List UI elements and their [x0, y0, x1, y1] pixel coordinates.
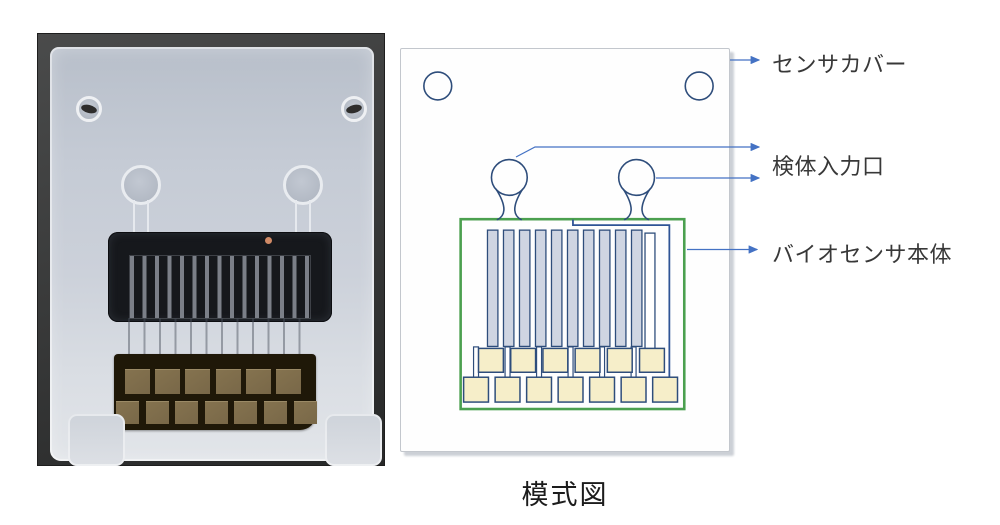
contact-pad	[606, 347, 633, 373]
contact-pad	[542, 347, 569, 373]
photo-contact-pad	[245, 369, 271, 394]
contact-pad	[588, 376, 616, 403]
schematic-panel	[400, 48, 730, 452]
biosensor-body-outline	[459, 217, 686, 411]
channel-line	[572, 219, 671, 379]
contact-pad	[462, 376, 490, 403]
electrode-traces	[128, 318, 314, 356]
contact-pad	[620, 376, 647, 403]
screw-hole-left	[76, 96, 102, 122]
bottom-recess-left	[68, 414, 125, 466]
alignment-dot	[265, 237, 272, 244]
screw-hole-right-icon	[684, 71, 714, 101]
inlet-left-icon	[490, 158, 529, 197]
screw-hole-opening	[80, 103, 98, 115]
inlet-neck-left	[133, 200, 149, 232]
contact-pad	[477, 347, 505, 373]
contact-pad	[494, 376, 521, 403]
photo-contact-pad	[185, 369, 211, 394]
label-biosensor-body: バイオセンサ本体	[772, 242, 953, 267]
sensor-chip	[108, 232, 332, 322]
bottom-recess-right	[325, 414, 382, 466]
pad-stem	[504, 346, 511, 380]
photo-contact-pad	[175, 401, 199, 424]
contact-pad	[651, 376, 679, 403]
sensor-cover-photo	[50, 47, 382, 466]
inlet-right-neck	[622, 188, 651, 221]
pad-row-bottom	[462, 376, 679, 403]
screw-hole-right	[341, 96, 367, 122]
screw-hole-opening	[345, 103, 363, 115]
electrode-bar	[550, 229, 563, 348]
electrode-bar	[582, 229, 595, 348]
photo-contact-pad	[264, 401, 287, 424]
electrode-bar	[534, 229, 547, 348]
photo-contact-pad	[234, 401, 258, 424]
electrode-bars	[486, 229, 643, 348]
electrode-bar	[502, 229, 515, 348]
inlet-well-left	[121, 165, 161, 205]
electrode-bar-open	[644, 232, 656, 350]
inlet-right-icon	[617, 158, 656, 197]
pad-stem	[567, 346, 574, 380]
sensor-channels	[129, 255, 311, 319]
electrode-bar	[486, 229, 499, 348]
electrode-bar	[598, 229, 611, 348]
inlet-neck-right	[295, 200, 311, 232]
photo-contact-pad	[145, 401, 169, 424]
contact-pad	[557, 376, 584, 403]
contact-pad	[525, 376, 553, 403]
inlet-well-right	[283, 165, 323, 205]
photo-contact-pad	[204, 401, 228, 424]
screw-hole-left-icon	[423, 71, 453, 101]
electrode-bar	[614, 229, 627, 348]
contact-pad	[638, 347, 666, 373]
photo-contact-pad	[276, 369, 301, 394]
label-sample-inlet: 検体入力口	[772, 154, 885, 179]
label-sensor-cover: センサカバー	[772, 52, 908, 77]
photo-contact-pad	[125, 369, 150, 394]
contact-pad	[509, 347, 537, 373]
inlet-left-neck	[495, 188, 524, 221]
electrode-bar	[518, 229, 531, 348]
electrode-bar	[630, 229, 643, 348]
photo-contact-pad	[293, 401, 317, 424]
pad-row-top	[477, 347, 666, 373]
contact-pad	[574, 347, 601, 373]
pad-stem	[535, 346, 543, 380]
photo-contact-pad	[215, 369, 241, 394]
device-photo	[37, 33, 385, 466]
electrode-bar	[566, 229, 579, 348]
contact-pad-area	[114, 354, 317, 430]
schematic-drawing	[423, 71, 714, 411]
figure-caption: 模式図	[521, 480, 609, 510]
photo-contact-pad	[155, 369, 181, 394]
